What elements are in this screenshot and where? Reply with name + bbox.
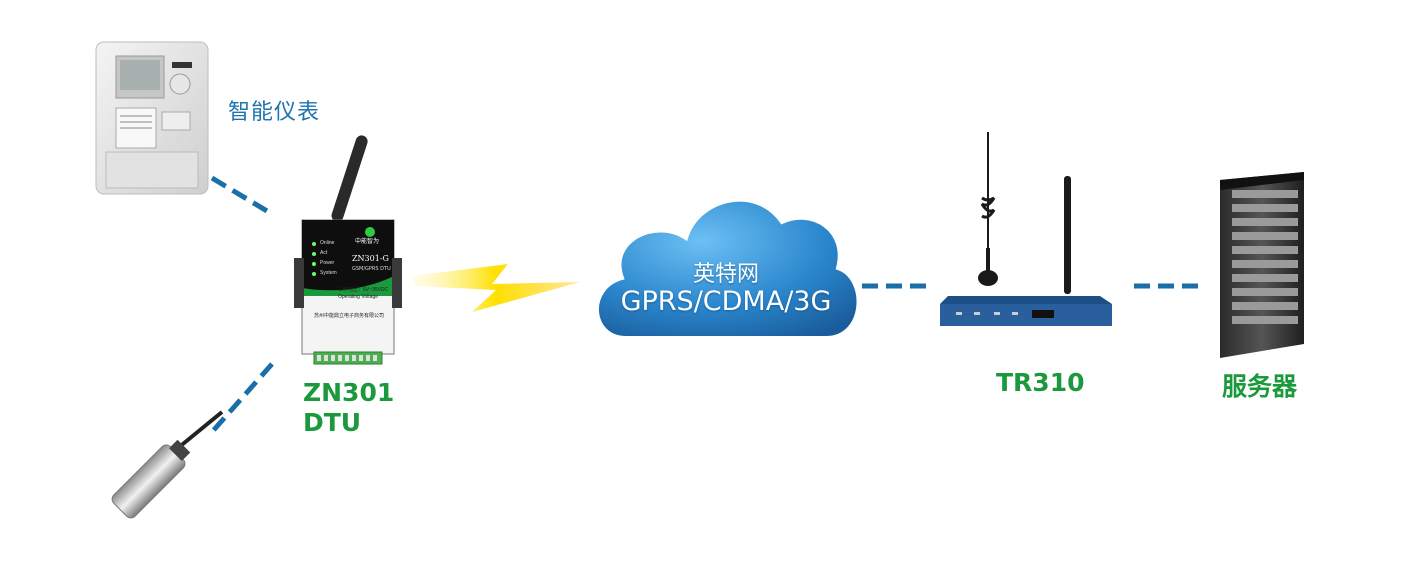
router-device [936,128,1112,334]
internet-cloud [586,178,866,356]
wireless-bolt-icon [412,256,582,316]
cloud-line2: GPRS/CDMA/3G [620,286,832,317]
level-sensor-image [100,410,230,530]
dtu-model: ZN301-G [352,254,389,263]
dtu-voltage-en: Operating Voltage [338,294,379,300]
smart-meter-image [92,40,212,198]
dtu-company: 苏州中能鼎立电子商务有限公司 [314,313,385,319]
dtu-led-power: Power [320,260,335,266]
dtu-label-line1: ZN301 [303,378,395,407]
dtu-led-system: System [320,270,337,276]
dtu-label: ZN301 DTU [303,378,394,438]
dtu-brand: 中能智为 [355,238,380,245]
server-rack [1214,168,1310,360]
dtu-led-act: Act [320,250,328,256]
dtu-label-line2: DTU [303,408,362,437]
cloud-line1: 英特网 [692,262,759,287]
dtu-device [292,128,408,368]
router-label: TR310 [996,368,1085,397]
meter-label: 智能仪表 [228,100,321,125]
server-label: 服务器 [1222,372,1298,401]
dtu-subtitle: GSM/GPRS DTU [352,266,391,272]
dtu-led-online: Online [320,240,335,246]
dtu-voltage-label: 工作电压：5V~35VDC [338,287,389,293]
